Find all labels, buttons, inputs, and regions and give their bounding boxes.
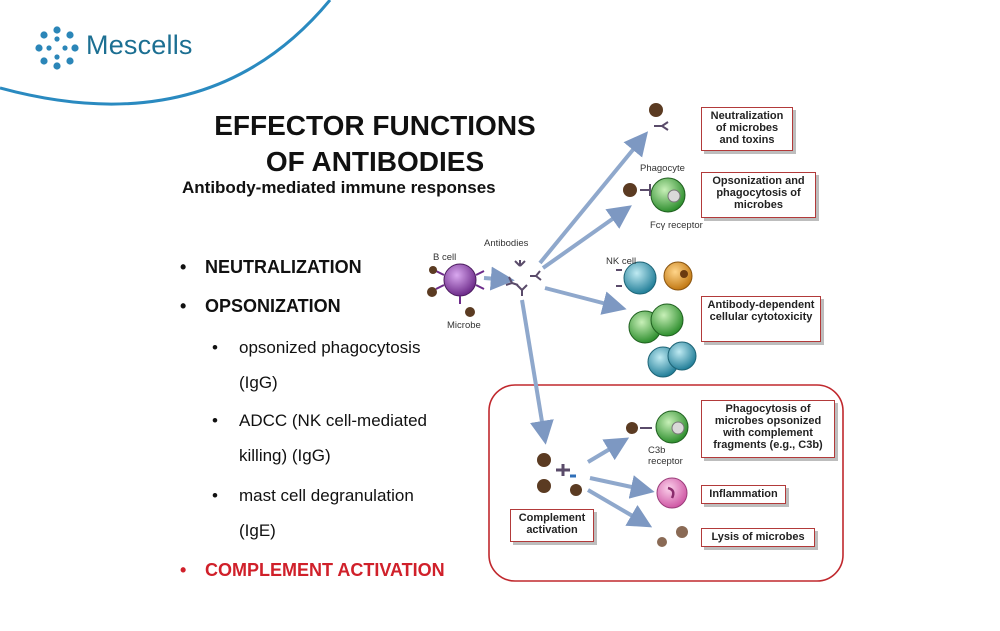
box-opsonization: Opsonization and phagocytosis of microbe… bbox=[701, 172, 816, 218]
brand-name: Mescells bbox=[86, 30, 193, 60]
bullet-marker: • bbox=[212, 486, 218, 505]
bullet-marker: • bbox=[180, 560, 187, 580]
label-nk-cell: NK cell bbox=[606, 256, 637, 267]
c3b-phagocyte-icon bbox=[626, 410, 689, 444]
title-line-1: EFFECTOR FUNCTIONS bbox=[214, 110, 536, 141]
bullet-marker: • bbox=[212, 338, 218, 357]
bullet-text: ADCC (NK cell-mediated bbox=[239, 411, 427, 430]
antibody-icons bbox=[505, 260, 542, 296]
nk-cell-icon bbox=[616, 261, 693, 295]
bullet-text: (IgE) bbox=[239, 521, 276, 540]
box-complement-activation: Complement activation bbox=[510, 509, 594, 542]
label-b-cell: B cell bbox=[433, 252, 457, 263]
adcc-cells-icon bbox=[628, 303, 697, 378]
complement-microbes-icon bbox=[537, 453, 582, 496]
label-fc-receptor: Fcγ receptor bbox=[650, 220, 703, 231]
box-phagocytosis-complement: Phagocytosis of microbes opsonized with … bbox=[701, 400, 835, 458]
bullet-marker: • bbox=[212, 411, 218, 430]
slide-title: EFFECTOR FUNCTIONS OF ANTIBODIES bbox=[150, 108, 600, 180]
phagocyte-icon bbox=[623, 177, 686, 213]
title-line-2: OF ANTIBODIES bbox=[265, 146, 485, 177]
b-cell-icon bbox=[435, 263, 485, 304]
bullet-text: (IgG) bbox=[239, 373, 278, 392]
mast-cell-icon bbox=[656, 477, 688, 509]
slide-subtitle: Antibody-mediated immune responses bbox=[182, 178, 496, 197]
neutralized-microbe-icon bbox=[649, 103, 669, 131]
bullet-text: killing) (IgG) bbox=[239, 446, 331, 465]
mescells-logo-icon bbox=[35, 26, 79, 70]
bullet-text: opsonized phagocytosis bbox=[239, 338, 421, 357]
bullet-text: OPSONIZATION bbox=[205, 296, 341, 316]
bullet-marker: • bbox=[180, 296, 187, 316]
box-inflammation: Inflammation bbox=[701, 485, 786, 504]
pathway-arrows bbox=[483, 131, 655, 528]
bullet-text: NEUTRALIZATION bbox=[205, 257, 362, 277]
bullet-text: COMPLEMENT ACTIVATION bbox=[205, 560, 445, 580]
microbe-icons bbox=[427, 266, 475, 317]
bullet-text: mast cell degranulation bbox=[239, 486, 414, 505]
box-neutralization: Neutralization of microbes and toxins bbox=[701, 107, 793, 151]
complement-frame bbox=[488, 384, 844, 582]
label-microbe: Microbe bbox=[447, 320, 481, 331]
label-c3b-2: receptor bbox=[648, 456, 683, 467]
box-adcc: Antibody-dependent cellular cytotoxicity bbox=[701, 296, 821, 342]
bullet-marker: • bbox=[180, 257, 187, 277]
lysed-microbe-icons bbox=[657, 526, 688, 547]
label-phagocyte: Phagocyte bbox=[640, 163, 685, 174]
label-antibodies: Antibodies bbox=[484, 238, 529, 249]
label-c3b-1: C3b bbox=[648, 445, 666, 456]
box-lysis: Lysis of microbes bbox=[701, 528, 815, 547]
